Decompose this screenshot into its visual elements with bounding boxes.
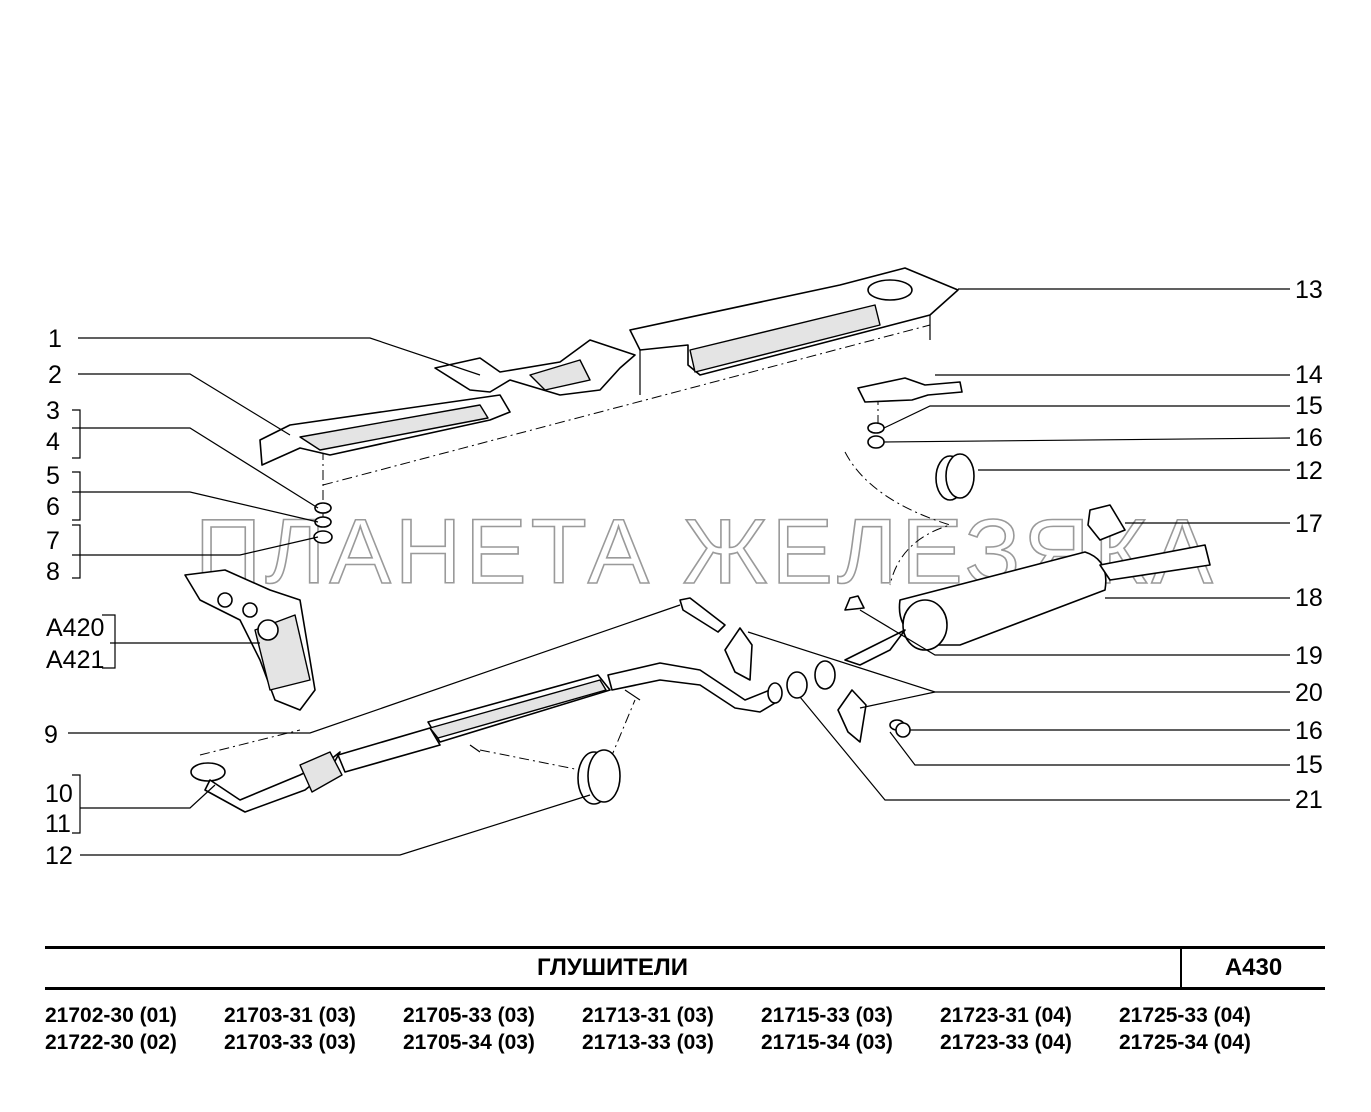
callout-21: 21 (1295, 786, 1323, 814)
page-title: ГЛУШИТЕЛИ (45, 949, 1182, 987)
callout-a421: A421 (46, 646, 104, 674)
exhaust-diagram: ПЛАНЕТА ЖЕЛЕЗЯКА (44, 267, 1323, 870)
rubber-hanger-lower (577, 749, 621, 805)
callout-11: 11 (45, 810, 71, 838)
model-code: 21725-33 (04) (1119, 1004, 1251, 1027)
model-column: 21713-31 (03) 21713-33 (03) (582, 1002, 761, 1056)
clamp-halves (724, 627, 867, 743)
model-code: 21722-30 (02) (45, 1031, 177, 1054)
callout-18: 18 (1295, 584, 1323, 612)
callout-10: 10 (45, 780, 73, 808)
seal-ring (786, 660, 836, 699)
heat-shield-rear (629, 267, 959, 395)
clamp-bolt (679, 597, 726, 633)
callout-16-upper: 16 (1295, 424, 1323, 452)
model-code: 21705-33 (03) (403, 1004, 535, 1027)
bump-stop (844, 595, 865, 611)
model-code: 21713-31 (03) (582, 1004, 714, 1027)
callout-17: 17 (1295, 510, 1323, 538)
rear-muffler (844, 544, 1211, 666)
model-column: 21703-31 (03) 21703-33 (03) (224, 1002, 403, 1056)
callout-1: 1 (48, 325, 62, 353)
callout-13: 13 (1295, 276, 1323, 304)
callout-6: 6 (46, 493, 60, 521)
callout-14: 14 (1295, 361, 1323, 389)
front-pipe-resonator (190, 727, 441, 813)
callout-15-lower: 15 (1295, 751, 1323, 779)
callout-12-lower: 12 (45, 842, 73, 870)
model-column: 21715-33 (03) 21715-34 (03) (761, 1002, 940, 1056)
middle-muffler (427, 662, 783, 753)
model-code: 21703-31 (03) (224, 1004, 356, 1027)
callout-8: 8 (46, 558, 60, 586)
callout-16-lower: 16 (1295, 717, 1323, 745)
model-list: 21702-30 (01) 21722-30 (02) 21703-31 (03… (45, 1002, 1335, 1056)
model-code: 21725-34 (04) (1119, 1031, 1251, 1054)
callout-3: 3 (46, 397, 60, 425)
heat-shield-front (259, 394, 511, 466)
callout-a420: A420 (46, 614, 104, 642)
model-column: 21705-33 (03) 21705-34 (03) (403, 1002, 582, 1056)
callout-15-upper: 15 (1295, 392, 1323, 420)
leader-lines (68, 288, 1291, 856)
fasteners-front (313, 502, 333, 544)
callout-9: 9 (44, 721, 58, 749)
callout-5: 5 (46, 462, 60, 490)
model-column: 21723-31 (04) 21723-33 (04) (940, 1002, 1119, 1056)
callout-4: 4 (46, 428, 60, 456)
rubber-hanger-upper (935, 453, 975, 501)
callout-7: 7 (46, 527, 60, 555)
model-code: 21715-33 (03) (761, 1004, 893, 1027)
callout-20: 20 (1295, 679, 1323, 707)
model-code: 21705-34 (03) (403, 1031, 535, 1054)
model-code: 21715-34 (03) (761, 1031, 893, 1054)
callout-labels: 1 2 3 4 5 6 7 8 A420 A421 9 10 11 12 13 … (44, 276, 1323, 870)
exhaust-manifold-catalyst (184, 569, 316, 711)
title-block: ГЛУШИТЕЛИ A430 (45, 946, 1325, 990)
model-column: 21702-30 (01) 21722-30 (02) (45, 1002, 224, 1056)
callout-12-upper: 12 (1295, 457, 1323, 485)
callout-2: 2 (48, 361, 62, 389)
section-code: A430 (1224, 954, 1283, 981)
model-code: 21723-31 (04) (940, 1004, 1072, 1027)
model-code: 21703-33 (03) (224, 1031, 356, 1054)
model-code: 21713-33 (03) (582, 1031, 714, 1054)
model-column: 21725-33 (04) 21725-34 (04) (1119, 1002, 1298, 1056)
callout-19: 19 (1295, 642, 1323, 670)
model-code: 21723-33 (04) (940, 1031, 1072, 1054)
heat-shield-middle (434, 339, 636, 396)
model-code: 21702-30 (01) (45, 1004, 177, 1027)
bracket-rear (857, 377, 963, 738)
rubber-hanger-small (1087, 504, 1126, 541)
